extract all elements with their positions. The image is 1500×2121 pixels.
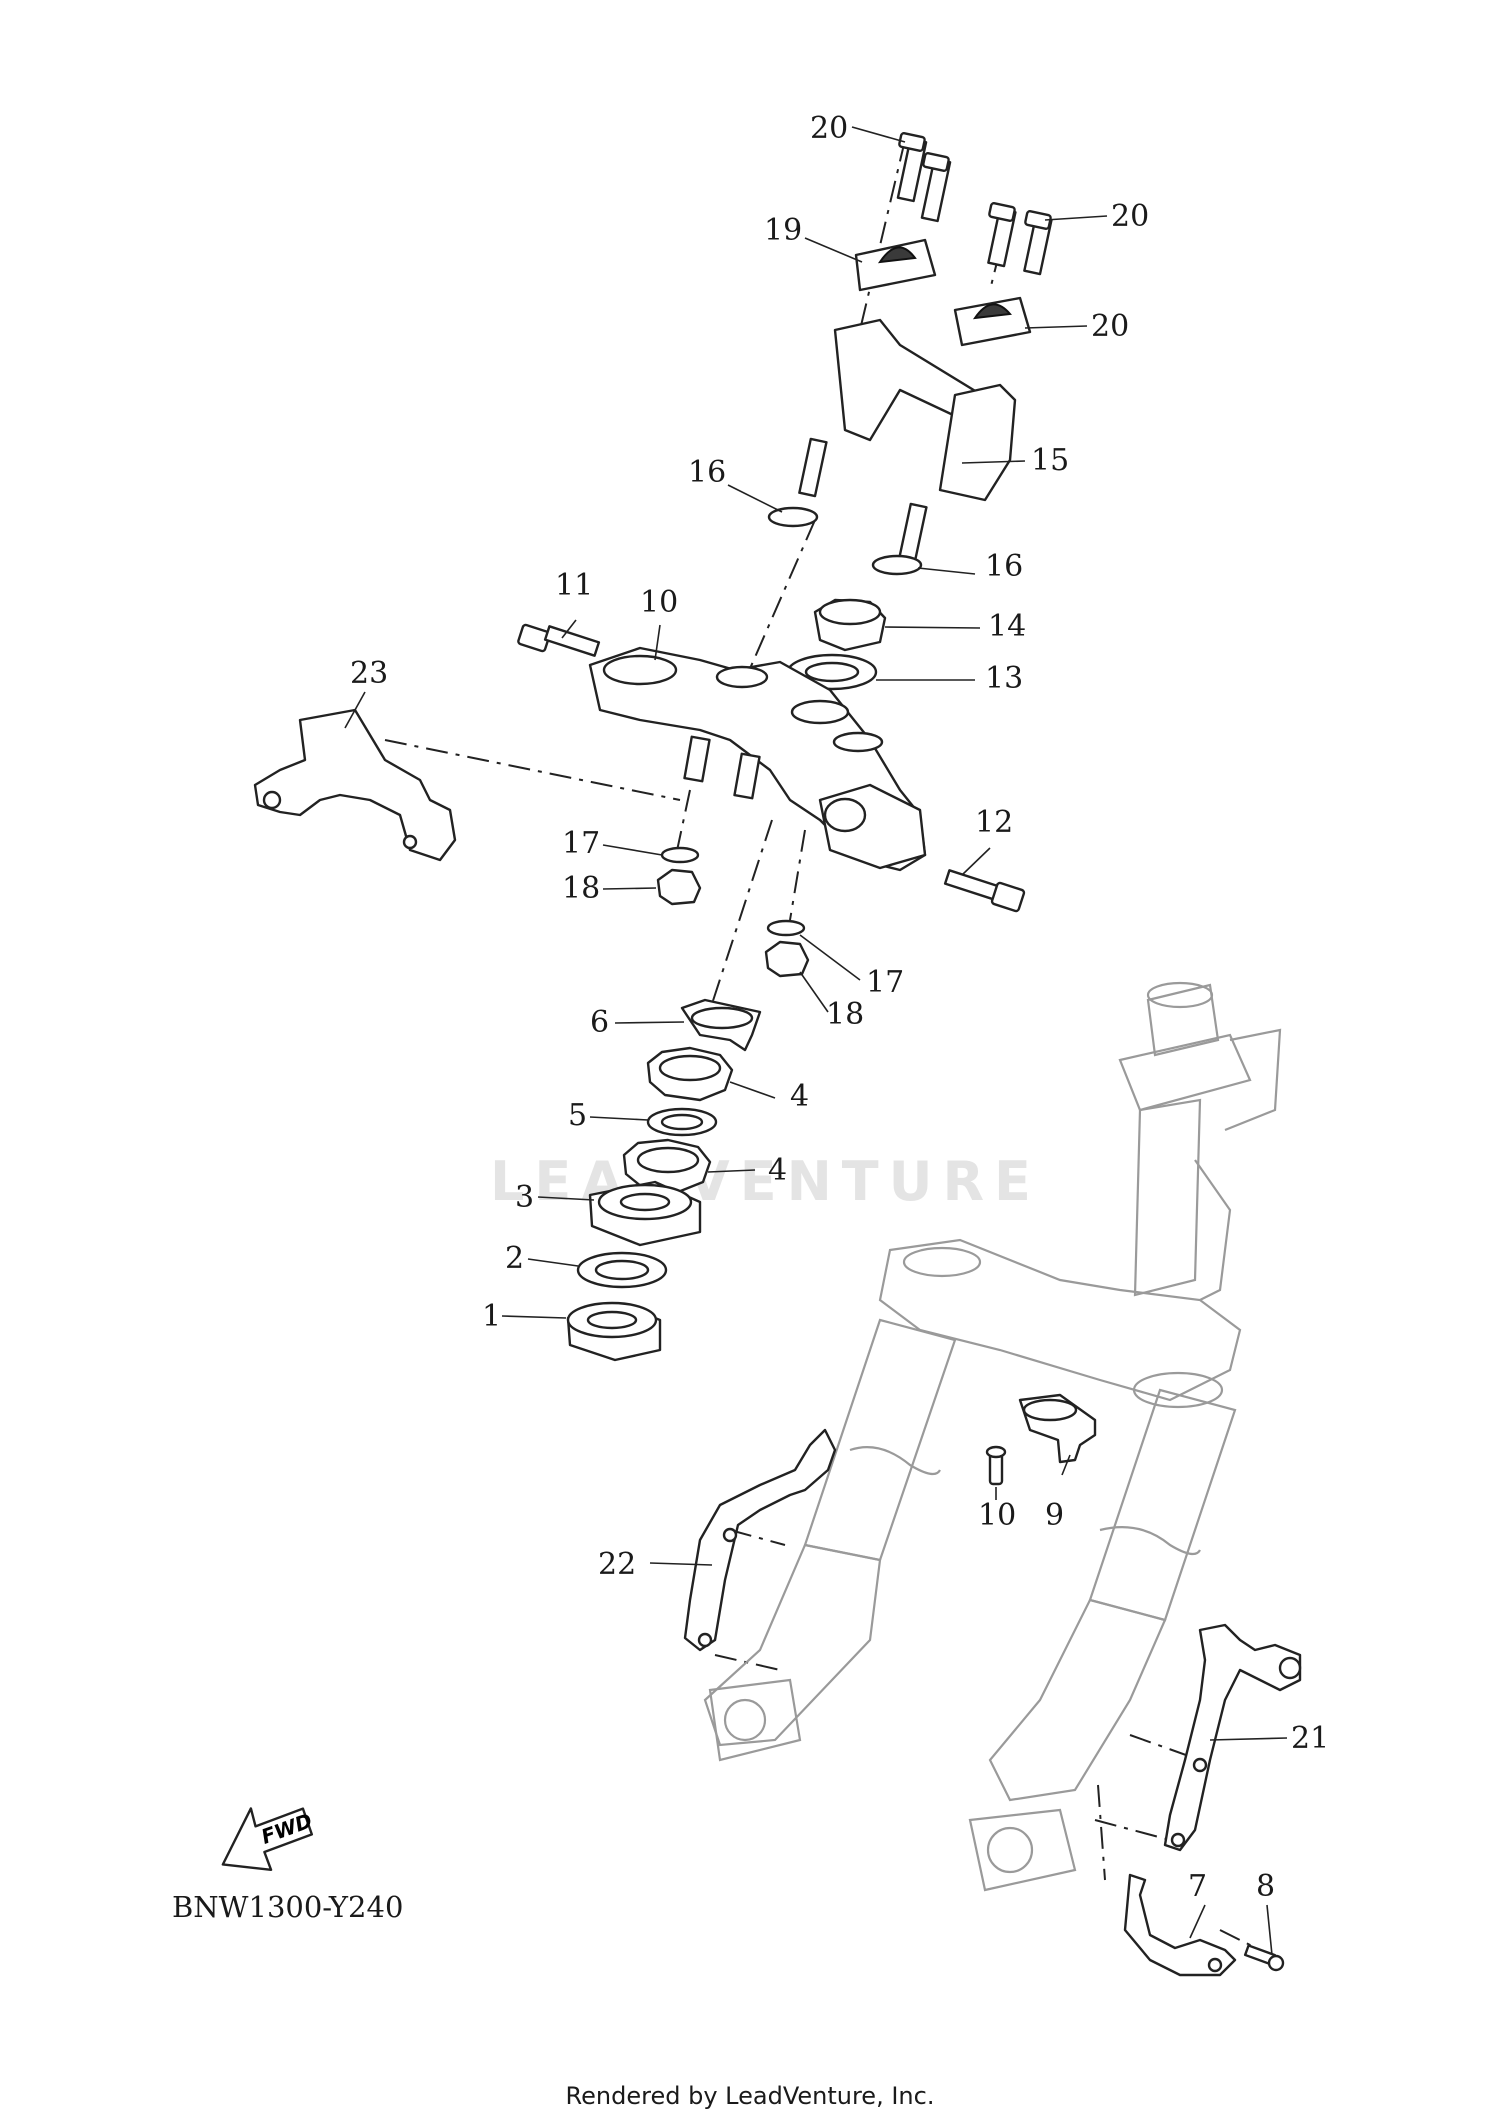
pinch-bolt-12-right [943,869,1026,913]
callout-12-left: 11 [555,568,593,603]
callout-6: 6 [590,1005,609,1040]
axis-line-nut-right [789,829,806,921]
callout-20-right: 20 [1111,199,1149,234]
callout-1: 1 [482,1299,501,1334]
bearing-1 [566,1301,662,1362]
handlebar-riser-15 [798,318,1017,563]
leader-lines [344,126,1288,1956]
bracket-21 [1163,1623,1302,1852]
bolt-20-right-a [987,202,1017,268]
callout-3: 3 [515,1180,534,1215]
upper-bracket-11 [588,646,927,872]
washer-17-left [660,846,700,864]
washer-16-right [871,554,923,576]
render-credit: Rendered by LeadVenture, Inc. [565,2082,935,2110]
callout-15: 15 [1031,443,1069,478]
callout-4-lower: 4 [768,1153,787,1188]
axis-line-bracket-22-top [729,1529,786,1546]
fork-assembly-ghost [703,981,1282,1892]
washer-17-right [766,919,806,937]
bolt-8 [1243,1944,1285,1972]
callout-labels: 20 20 19 20 15 16 16 14 13 10 11 12 23 1… [350,111,1329,1904]
washer-2 [576,1251,668,1289]
axis-line-stem-lower [709,819,773,1011]
bracket-23 [253,708,457,862]
callout-18-right: 18 [826,997,864,1032]
callout-19-right: 20 [1091,309,1129,344]
hose-clip-9 [1018,1393,1097,1464]
bearing-seal-3 [588,1180,702,1247]
callout-21: 21 [1291,1721,1329,1756]
diagram-code: BNW1300-Y240 [172,1890,404,1924]
callout-11: 10 [640,585,678,620]
washer-5 [646,1107,718,1137]
bracket-7 [1123,1873,1237,1977]
washer-16-left [767,506,819,528]
axis-line-bolts-left [859,139,906,331]
callout-10: 10 [978,1498,1016,1533]
callout-2: 2 [505,1241,524,1276]
ring-nut-4-upper [646,1046,734,1102]
nut-18-right [764,940,810,978]
callout-13: 13 [985,661,1023,696]
axis-line-bracket-21-bottom [1094,1819,1171,1841]
axis-line-bracket-7 [1097,1784,1106,1881]
callout-14: 14 [988,609,1026,644]
callout-5: 5 [568,1098,587,1133]
callout-20-left: 20 [810,111,848,146]
callout-23: 23 [350,656,388,691]
bracket-22 [683,1428,837,1652]
axis-line-bracket-23 [384,739,681,801]
axis-line-stem-upper [744,519,816,681]
callout-9: 9 [1045,1498,1064,1533]
screw-10 [985,1445,1007,1486]
nut-18-left [656,868,702,906]
watermark-text: LEADVENTURE [490,1150,1041,1213]
callout-17-left: 17 [562,826,600,861]
callout-17-right: 17 [866,965,904,1000]
callout-22: 22 [598,1547,636,1582]
steering-stem-nut-14 [813,598,887,652]
pinch-bolt-12-left [517,623,601,657]
handlebar-clamp-19-right [953,296,1032,347]
forward-direction-icon: FWD [221,1807,315,1872]
bolt-20-right-b [1023,210,1053,276]
callout-12-right: 12 [975,805,1013,840]
axis-line-bolt-8 [1219,1929,1261,1951]
callout-19-left: 19 [764,213,802,248]
callout-4-upper: 4 [790,1079,809,1114]
callout-16-left: 16 [688,455,726,490]
lock-washer-6 [680,998,762,1052]
bolt-20-left-a [896,132,928,203]
callout-18-left: 18 [562,871,600,906]
bolt-20-left-b [920,152,952,223]
callout-8: 8 [1256,1869,1275,1904]
handlebar-clamp-19-left [854,238,937,292]
ring-nut-4-lower [622,1138,712,1194]
callout-16-right: 16 [985,549,1023,584]
callout-7: 7 [1188,1869,1207,1904]
